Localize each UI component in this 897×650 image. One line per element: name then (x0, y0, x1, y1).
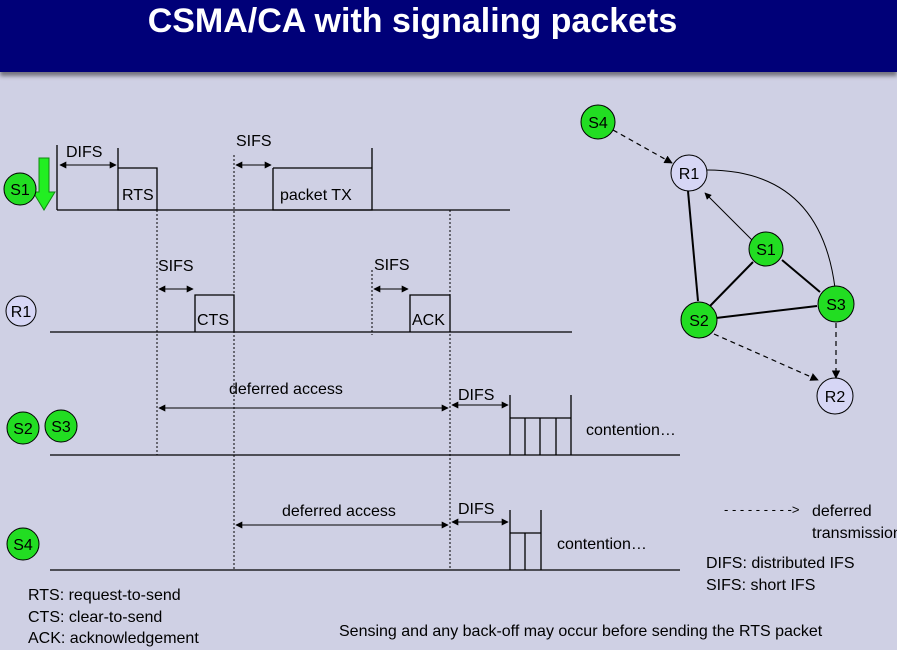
topo-node-s2 (680, 301, 718, 339)
node-s3-timeline (44, 409, 78, 443)
topo-node-r2-label: R2 (825, 389, 846, 406)
topo-node-s2-label: S2 (689, 313, 709, 330)
contention-slots-s2s3 (509, 395, 572, 455)
time-markers (156, 155, 451, 570)
topo-node-r1 (670, 154, 708, 192)
row-s1: RTS packet TX DIFS SIFS S1 (3, 133, 510, 211)
sifs-label-r1a: SIFS (158, 258, 194, 275)
deferred-access-label-s2s3: deferred access (229, 381, 343, 398)
topology-graph: S4 R1 S1 S2 S3 R2 (580, 104, 855, 415)
ack-definition: ACK: acknowledgement (28, 630, 199, 647)
ack-label: ACK (412, 312, 445, 329)
node-r1-timeline-label: R1 (11, 304, 32, 321)
rts-label: RTS (122, 187, 154, 204)
node-s2-timeline-label: S2 (13, 421, 33, 438)
edge-s2-r2 (713, 333, 819, 381)
footer-note: Sensing and any back-off may occur befor… (339, 623, 823, 640)
edge-r1-s3 (706, 169, 836, 289)
legend-deferred-arrow: - - - - - - - - -> (724, 502, 799, 517)
cts-label: CTS (197, 312, 229, 329)
topo-node-s4 (580, 104, 616, 140)
edge-s4-r1 (612, 129, 673, 164)
legend-deferred-line1: deferred (812, 503, 872, 520)
rts-frame (117, 148, 158, 211)
topo-node-r1-label: R1 (679, 166, 700, 183)
difs-label-s4: DIFS (458, 501, 494, 518)
topo-node-r2 (816, 377, 854, 415)
contention-label-s4: contention… (557, 536, 647, 553)
legend-deferred-line2: transmission (812, 525, 897, 542)
title-bar: CSMA/CA with signaling packets (0, 0, 897, 72)
ack-frame (409, 294, 451, 332)
sifs-definition: SIFS: short IFS (706, 577, 815, 594)
row-r1: CTS ACK SIFS SIFS R1 (5, 257, 572, 333)
edge-s1-s2 (709, 261, 754, 307)
node-s4-timeline-label: S4 (13, 537, 33, 554)
packet-tx-frame (272, 148, 373, 211)
node-s4-timeline (6, 527, 40, 561)
topo-node-s1-label: S1 (756, 242, 776, 259)
cts-definition: CTS: clear-to-send (28, 609, 162, 626)
node-r1-timeline (5, 295, 37, 327)
edge-s1-r1 (704, 192, 753, 241)
sifs-label-s1: SIFS (236, 133, 272, 150)
difs-label-s2s3: DIFS (458, 387, 494, 404)
topo-node-s3-label: S3 (826, 297, 846, 314)
edge-s2-s3 (715, 305, 818, 319)
rts-definition: RTS: request-to-send (28, 587, 181, 604)
topo-node-s1 (748, 231, 784, 267)
topo-node-s3 (817, 285, 855, 323)
legend: - - - - - - - - -> deferred transmission… (28, 502, 897, 647)
sifs-label-r1b: SIFS (374, 257, 410, 274)
difs-label-s1: DIFS (66, 144, 102, 161)
packet-tx-label: packet TX (280, 187, 352, 204)
topo-node-s4-label: S4 (588, 115, 608, 132)
edge-r1-s2 (687, 190, 699, 302)
cts-frame (194, 294, 235, 332)
node-s1 (3, 172, 37, 206)
edge-s1-s3 (781, 259, 821, 293)
contention-label-s2s3: contention… (586, 422, 676, 439)
slide-title: CSMA/CA with signaling packets (147, 2, 678, 40)
contention-slots-s4 (509, 510, 542, 570)
row-s2-s3: deferred access DIFS contention… S2 S3 (6, 381, 680, 456)
node-s1-label: S1 (10, 182, 30, 199)
down-arrow-icon (32, 157, 56, 211)
node-s2-timeline (6, 411, 40, 445)
difs-definition: DIFS: distributed IFS (706, 555, 855, 572)
deferred-access-label-s4: deferred access (282, 503, 396, 520)
node-s3-timeline-label: S3 (51, 419, 71, 436)
row-s4: deferred access DIFS contention… S4 (6, 501, 680, 571)
